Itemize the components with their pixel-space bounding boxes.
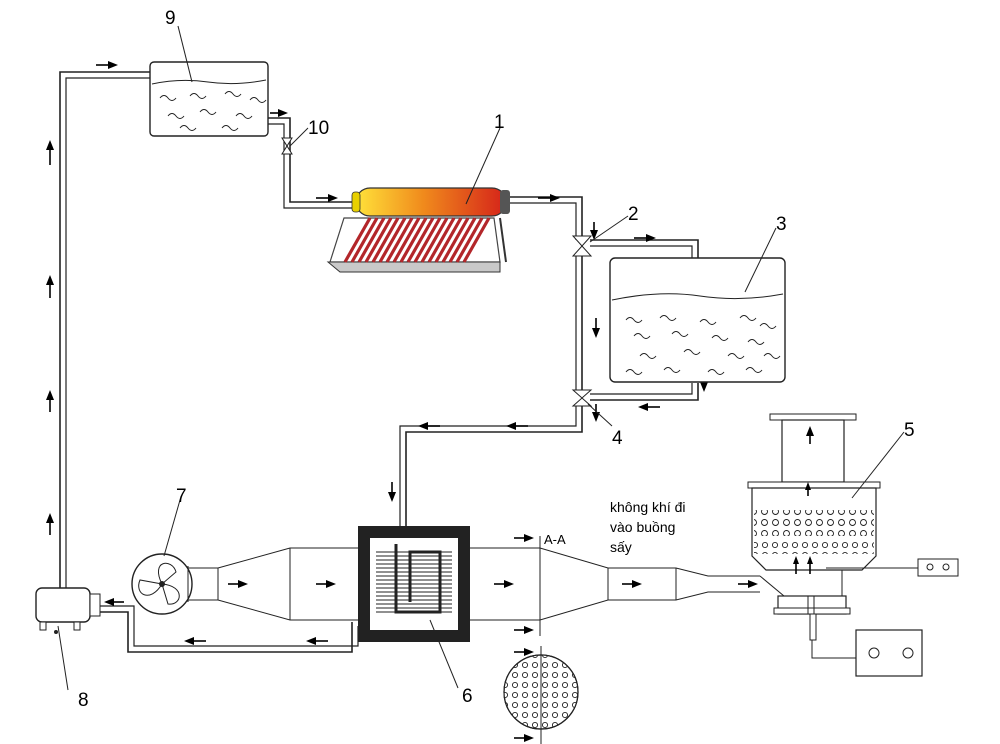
- arrow-right: [634, 234, 656, 242]
- piping: [59, 71, 699, 653]
- leader-lines: [57, 25, 905, 691]
- label-3: 3: [776, 214, 787, 235]
- solar-collector-1: [326, 187, 510, 273]
- label-4: 4: [612, 428, 623, 449]
- label-7: 7: [176, 486, 187, 507]
- annotation-line-1: không khí đi: [610, 499, 686, 515]
- arrow-left: [506, 422, 528, 430]
- label-1: 1: [494, 112, 505, 133]
- arrow-right: [738, 580, 758, 588]
- arrow-right: [514, 534, 534, 542]
- arrow-down: [388, 482, 396, 502]
- arrow-down: [592, 404, 600, 422]
- arrow-right: [316, 194, 338, 202]
- annotation-line-2: vào buồng: [610, 519, 675, 535]
- fan-7: [131, 553, 193, 615]
- arrow-left: [638, 403, 660, 411]
- arrow-up: [46, 140, 54, 165]
- arrow-left: [306, 637, 328, 645]
- drying-chamber-5: [747, 413, 959, 677]
- arrow-left: [418, 422, 440, 430]
- label-8: 8: [78, 690, 89, 711]
- arrow-left: [184, 637, 206, 645]
- arrow-down: [590, 222, 598, 240]
- arrow-up: [805, 482, 811, 496]
- arrow-right: [538, 194, 560, 202]
- pump-8: [35, 587, 101, 634]
- component-numbers: 9 10 1 2 3 4 5 7 8 6: [78, 8, 915, 711]
- section-a-a: A-A: [503, 532, 579, 744]
- arrow-left: [104, 598, 124, 606]
- collector-tubes: [343, 217, 491, 263]
- label-2: 2: [628, 204, 639, 225]
- arrow-up: [807, 556, 813, 574]
- arrow-right: [96, 61, 118, 69]
- arrow-up: [46, 390, 54, 412]
- label-9: 9: [165, 8, 176, 29]
- arrow-right: [514, 648, 534, 656]
- arrow-right: [622, 580, 642, 588]
- annotation-line-3: sấy: [610, 539, 632, 555]
- valve-4: [571, 389, 593, 407]
- arrow-down: [592, 318, 600, 338]
- valve-10: [281, 137, 293, 155]
- air-duct: [188, 534, 760, 636]
- storage-tank-9: [149, 61, 269, 137]
- label-10: 10: [308, 118, 329, 139]
- arrow-right: [270, 109, 288, 117]
- section-label: A-A: [544, 532, 566, 547]
- arrow-up: [793, 556, 799, 574]
- label-5: 5: [904, 420, 915, 441]
- storage-tank-3: [609, 257, 786, 383]
- arrow-up: [46, 275, 54, 298]
- label-6: 6: [462, 686, 473, 707]
- valve-2: [571, 235, 593, 257]
- arrow-up: [46, 513, 54, 535]
- arrow-right: [316, 580, 336, 588]
- heat-exchanger-6: [358, 526, 470, 642]
- arrow-right: [514, 626, 534, 634]
- air-annotation: không khí đi vào buồng sấy: [610, 499, 686, 555]
- arrow-right: [494, 580, 514, 588]
- arrow-up: [806, 426, 814, 444]
- arrow-right: [228, 580, 248, 588]
- arrow-right: [514, 734, 534, 742]
